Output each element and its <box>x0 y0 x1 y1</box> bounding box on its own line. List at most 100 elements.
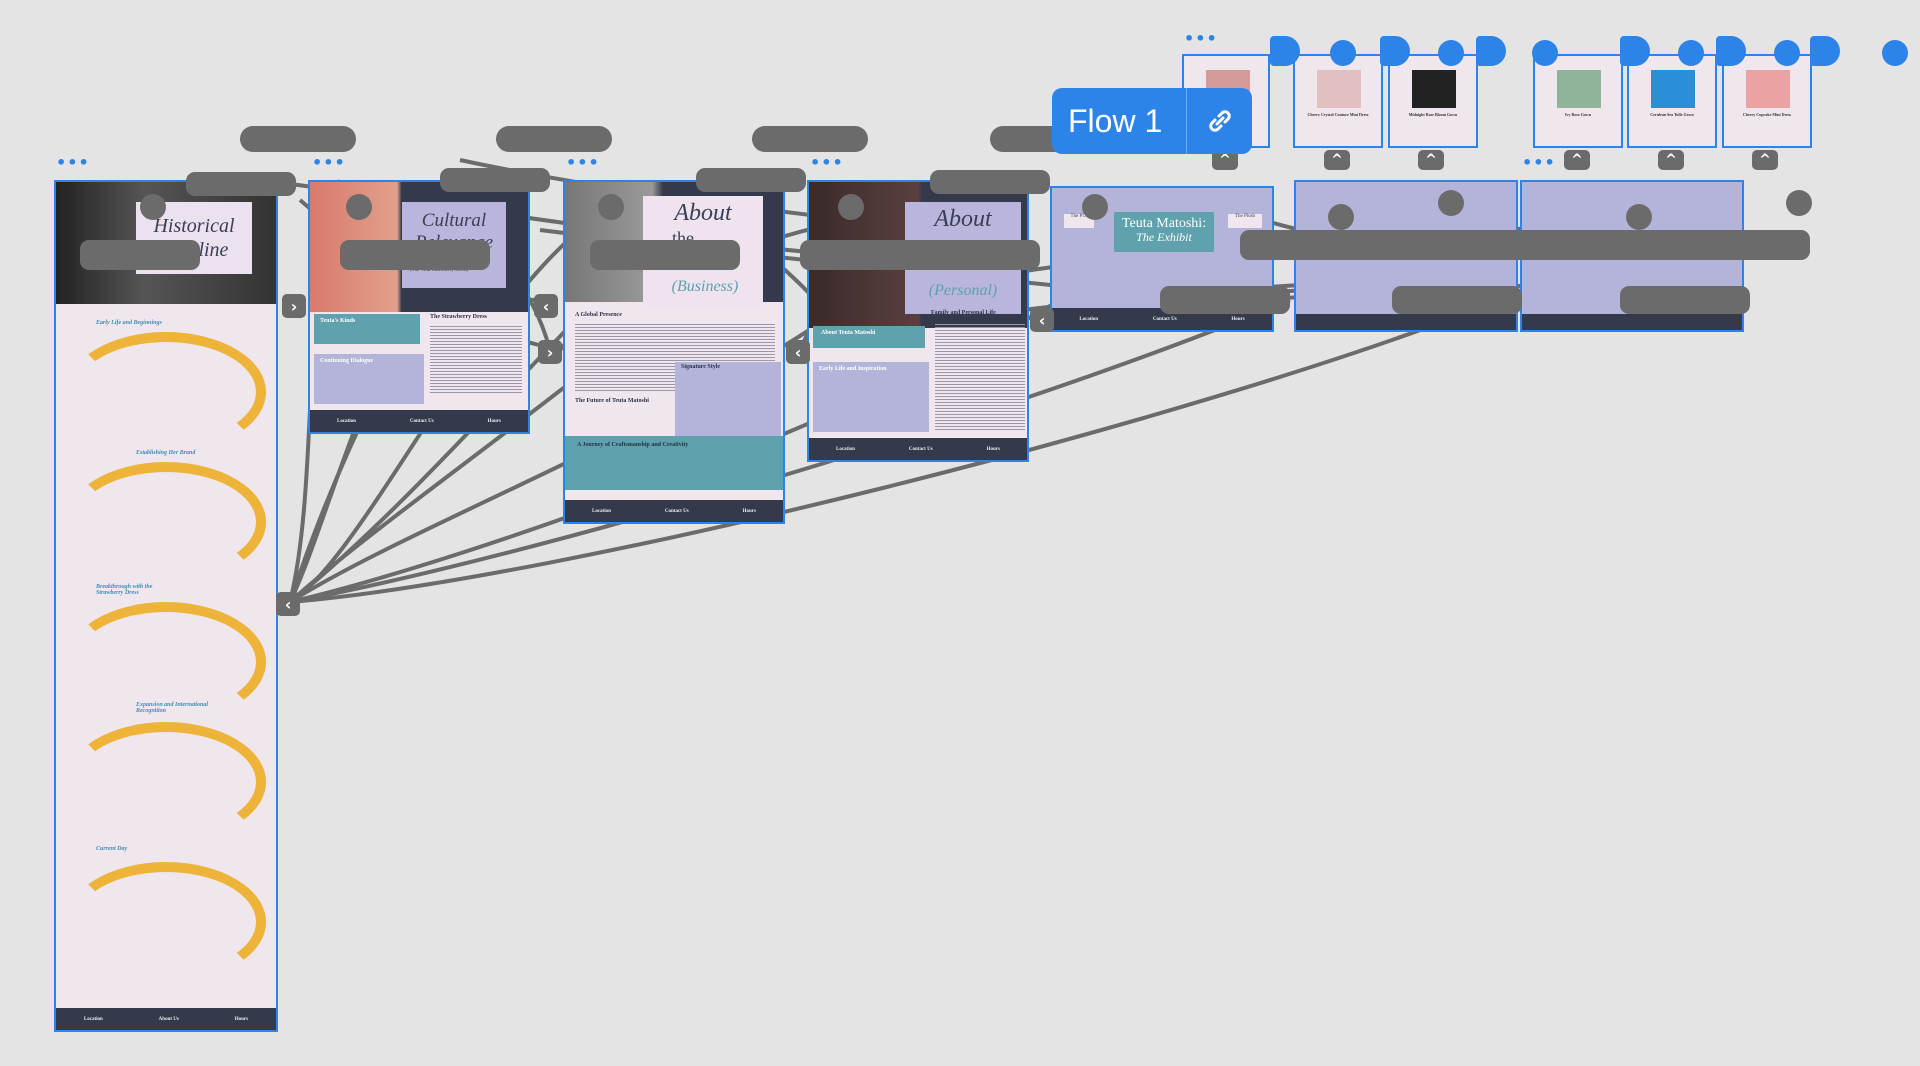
frame-options-icon[interactable]: ••• <box>312 153 346 172</box>
chevron-right-icon[interactable]: › <box>538 340 562 364</box>
personal-frame[interactable]: About Artist (Personal) About Teuta Mato… <box>807 180 1029 462</box>
hotspot-overlay[interactable] <box>240 126 356 152</box>
chevron-up-icon[interactable]: ^ <box>1212 150 1238 170</box>
connector-node-icon[interactable] <box>598 194 624 220</box>
chevron-up-icon[interactable]: ^ <box>1418 150 1444 170</box>
connector-node-icon[interactable] <box>838 194 864 220</box>
product-frame-2[interactable]: Midnight Rose Bloom Gown <box>1388 54 1478 148</box>
connector-node-icon[interactable] <box>1786 190 1812 216</box>
hotspot-overlay[interactable] <box>1160 286 1290 314</box>
business-frame[interactable]: About the Artist (Business) A Global Pre… <box>563 180 785 524</box>
product-frame-1[interactable]: Cherry Crystal Couture Mini Dress <box>1293 54 1383 148</box>
hotspot-overlay[interactable] <box>752 126 868 152</box>
chevron-left-icon[interactable]: ‹ <box>1030 308 1054 332</box>
connector-node-icon[interactable] <box>1328 204 1354 230</box>
cultural-panel-1-title: Teuta's Kinds <box>320 318 356 324</box>
chevron-left-icon[interactable]: ‹ <box>534 294 558 318</box>
personal-early-panel <box>813 362 929 432</box>
hotspot-overlay[interactable] <box>186 172 296 196</box>
connector-node-icon[interactable] <box>140 194 166 220</box>
cultural-subtitle: (The Viral Strawberry Dress) <box>410 268 469 273</box>
frame-options-icon[interactable]: ••• <box>1184 29 1218 48</box>
connector-start-icon[interactable] <box>1810 36 1840 66</box>
chevron-up-icon[interactable]: ^ <box>1658 150 1684 170</box>
chevron-up-icon[interactable]: ^ <box>1564 150 1590 170</box>
hotspot-overlay[interactable] <box>496 126 612 152</box>
connector-node-icon[interactable] <box>346 194 372 220</box>
product-frame-5[interactable]: Cherry Cupcake Mini Dress <box>1722 54 1812 148</box>
timeline-section-1: Early Life and Beginnings <box>96 320 162 326</box>
timeline-frame[interactable]: Historical Timeline Early Life and Begin… <box>54 180 278 1032</box>
hotspot-overlay[interactable] <box>696 168 806 192</box>
hotspot-overlay[interactable] <box>80 240 200 270</box>
connector-start-icon[interactable] <box>1476 36 1506 66</box>
footer-hours: Hours <box>1231 316 1245 322</box>
frame-options-icon[interactable]: ••• <box>56 153 90 172</box>
product-name: Cherry Cupcake Mini Dress <box>1742 112 1792 117</box>
timeline-swirl-3 <box>66 602 266 722</box>
product-name: Cerulean Sea Tulle Gown <box>1650 112 1694 117</box>
personal-heading-1: About Teuta Matoshi <box>821 330 876 336</box>
link-icon[interactable] <box>1186 88 1252 154</box>
timeline-swirl-1 <box>66 332 266 452</box>
product-image <box>1651 70 1695 108</box>
hotspot-overlay[interactable] <box>1240 230 1810 260</box>
product-name: Ivy Rose Gown <box>1564 112 1591 117</box>
footer-hours: Hours <box>742 508 756 514</box>
connector-node-icon[interactable] <box>1626 204 1652 230</box>
flow-label-text: Flow 1 <box>1068 102 1163 139</box>
connector-node-icon[interactable] <box>1082 194 1108 220</box>
timeline-swirl-2 <box>66 462 266 582</box>
footer-contact: Contact Us <box>908 446 933 452</box>
flow-label[interactable]: Flow 1 <box>1052 88 1252 154</box>
hotspot-overlay[interactable] <box>1392 286 1522 314</box>
frame-options-icon[interactable]: ••• <box>566 153 600 172</box>
chevron-up-icon[interactable]: ^ <box>1324 150 1350 170</box>
footer-location: Location <box>83 1016 103 1022</box>
connector-end-icon[interactable] <box>1882 40 1908 66</box>
timeline-swirl-5 <box>66 862 266 982</box>
hotspot-overlay[interactable] <box>1620 286 1750 314</box>
chevron-right-icon[interactable]: › <box>282 294 306 318</box>
personal-intro-panel <box>813 326 925 348</box>
connector-start-icon[interactable] <box>1270 36 1300 66</box>
frame-options-icon[interactable]: ••• <box>1522 153 1556 172</box>
chevron-left-icon[interactable]: ‹ <box>276 592 300 616</box>
cultural-frame[interactable]: Cultural Relevance (The Viral Strawberry… <box>308 180 530 434</box>
business-heading-3: The Future of Teuta Matoshi <box>575 398 649 404</box>
timeline-swirl-4 <box>66 722 266 842</box>
connector-node-icon[interactable] <box>1438 190 1464 216</box>
connector-end-icon[interactable] <box>1330 40 1356 66</box>
connector-start-icon[interactable] <box>1716 36 1746 66</box>
hotspot-overlay[interactable] <box>340 240 490 270</box>
timeline-footer: Location About Us Hours <box>56 1008 276 1030</box>
timeline-section-5: Current Day <box>96 846 128 852</box>
business-footer: Location Contact Us Hours <box>565 500 783 522</box>
product-frame-4[interactable]: Cerulean Sea Tulle Gown <box>1627 54 1717 148</box>
footer-about: About Us <box>158 1016 179 1022</box>
hotspot-overlay[interactable] <box>800 240 1040 270</box>
hotspot-overlay[interactable] <box>590 240 740 270</box>
connector-end-icon[interactable] <box>1774 40 1800 66</box>
business-title-about: About <box>674 200 732 226</box>
personal-heading-2: Family and Personal Life <box>931 310 996 316</box>
connector-end-icon[interactable] <box>1532 40 1558 66</box>
cultural-body-text <box>430 324 522 394</box>
chevron-left-icon[interactable]: ‹ <box>786 340 810 364</box>
connector-end-icon[interactable] <box>1678 40 1704 66</box>
frame-options-icon[interactable]: ••• <box>810 153 844 172</box>
hotspot-overlay[interactable] <box>440 168 550 192</box>
business-title-sub: (Business) <box>671 278 739 295</box>
hotspot-overlay[interactable] <box>930 170 1050 194</box>
footer-location: Location <box>592 508 611 514</box>
footer-hours: Hours <box>986 446 1000 452</box>
connector-start-icon[interactable] <box>1380 36 1410 66</box>
connector-end-icon[interactable] <box>1438 40 1464 66</box>
product-frame-3[interactable]: Ivy Rose Gown <box>1533 54 1623 148</box>
cultural-panel-2-title: The Strawberry Dress <box>430 314 487 320</box>
chevron-up-icon[interactable]: ^ <box>1752 150 1778 170</box>
product-image <box>1746 70 1790 108</box>
connector-start-icon[interactable] <box>1620 36 1650 66</box>
footer-hours: Hours <box>487 418 501 424</box>
